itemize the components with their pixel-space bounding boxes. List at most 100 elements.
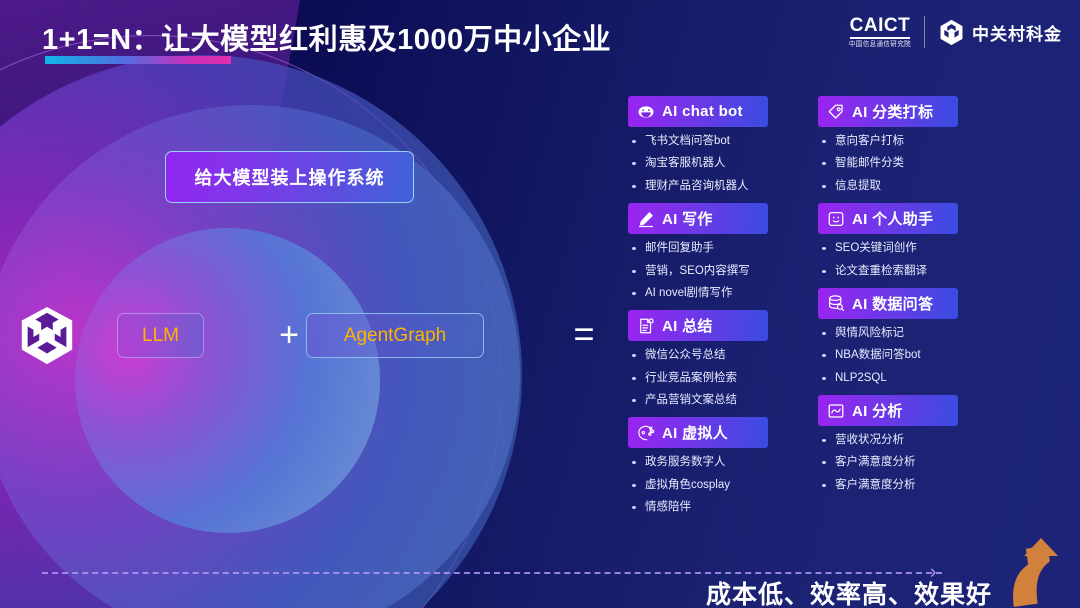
list-item-label: NLP2SQL: [835, 371, 887, 384]
capability-card: AI 总结微信公众号总结行业竞品案例检索产品营销文案总结: [628, 310, 788, 407]
llm-label-pill: LLM: [117, 313, 204, 358]
bullet-dot-icon: [632, 247, 636, 251]
capability-card-title: AI 个人助手: [852, 211, 934, 229]
hexagon-cube-logo-icon: [16, 305, 78, 367]
capability-card-header[interactable]: AI 分析: [818, 395, 958, 426]
bullet-dot-icon: [822, 439, 826, 442]
pencil-icon: [636, 209, 655, 228]
caict-logo-text: CAICT: [849, 16, 911, 39]
capability-card-title: AI chat bot: [662, 103, 743, 120]
list-item: 意向客户打标: [818, 134, 978, 148]
list-item-label: 客户满意度分析: [835, 478, 916, 491]
list-item: AI novel剧情写作: [628, 286, 788, 300]
list-item: 情感陪伴: [628, 500, 788, 514]
list-item: 营收状况分析: [818, 433, 978, 447]
list-item-label: 虚拟角色cosplay: [645, 478, 730, 491]
list-item-label: AI novel剧情写作: [645, 286, 733, 299]
list-item-label: 营销，SEO内容撰写: [645, 264, 750, 277]
list-item: 客户满意度分析: [818, 478, 978, 492]
list-item-label: 舆情风险标记: [835, 326, 904, 339]
up-curved-arrow-icon: [1000, 538, 1066, 608]
database-search-icon: [826, 294, 845, 313]
capability-card-header[interactable]: AI 个人助手: [818, 203, 958, 235]
list-item: SEO关键词创作: [818, 241, 978, 255]
equals-operator: =: [573, 313, 595, 354]
capability-card: AI 分析营收状况分析客户满意度分析客户满意度分析: [818, 395, 978, 492]
capability-item-list: 微信公众号总结行业竞品案例检索产品营销文案总结: [628, 348, 788, 407]
caict-logo: CAICT 中国信息通信研究院: [849, 16, 911, 49]
avatar-head-icon: [636, 423, 655, 442]
capability-item-list: SEO关键词创作论文查重检索翻译: [818, 241, 978, 278]
list-item-label: 营收状况分析: [835, 434, 904, 446]
capability-card-title: AI 分类打标: [852, 104, 934, 121]
bullet-dot-icon: [632, 184, 636, 188]
capability-item-list: 飞书文档问答bot 淘宝客服机器人理财产品咨询机器人: [628, 134, 788, 193]
capability-card-header[interactable]: AI 数据问答: [818, 287, 958, 319]
list-item-label: 淘宝客服机器人: [645, 157, 726, 170]
cards-right-column: AI 分类打标意向客户打标智能邮件分类信息提取 AI 个人助手 SEO关键词创作论文…: [818, 96, 978, 502]
bullet-dot-icon: [822, 461, 826, 465]
bullet-dot-icon: [822, 247, 826, 251]
bullet-dot-icon: [822, 140, 826, 143]
list-item: 政务服务数字人: [628, 455, 788, 469]
bullet-dot-icon: [632, 291, 636, 295]
partner-logo-text: 中关村科金: [972, 24, 1062, 44]
list-item-label: NBA数据问答bot: [835, 349, 921, 362]
list-item-label: 产品营销文案总结: [645, 394, 737, 406]
bullet-dot-icon: [822, 483, 826, 487]
caict-logo-subtitle: 中国信息通信研究院: [848, 40, 911, 49]
bullet-dot-icon: [822, 269, 826, 273]
list-item: 舆情风险标记: [818, 326, 978, 340]
capability-item-list: 营收状况分析客户满意度分析客户满意度分析: [818, 433, 978, 492]
list-item: 理财产品咨询机器人: [628, 179, 788, 193]
list-item: 微信公众号总结: [628, 348, 788, 362]
list-item-label: 情感陪伴: [645, 501, 691, 514]
bullet-dot-icon: [632, 269, 636, 273]
bullet-dot-icon: [822, 184, 826, 188]
bullet-dot-icon: [632, 376, 636, 380]
list-item-label: 政务服务数字人: [645, 456, 726, 469]
capability-card-header[interactable]: AI 分类打标: [818, 96, 958, 127]
bullet-dot-icon: [632, 354, 636, 358]
bullet-dot-icon: [632, 506, 636, 510]
capability-card-title: AI 数据问答: [852, 295, 934, 313]
bullet-dot-icon: [822, 354, 826, 358]
list-item-label: 智能邮件分类: [835, 157, 904, 170]
bullet-dot-icon: [822, 376, 826, 380]
list-item-label: 意向客户打标: [835, 135, 904, 147]
chevron-right-icon: ›: [930, 562, 937, 583]
capability-card-title: AI 写作: [662, 211, 713, 229]
list-item: 论文查重检索翻译: [818, 264, 978, 278]
capability-card-header[interactable]: AI chat bot: [628, 96, 768, 127]
capability-card-title: AI 分析: [852, 403, 903, 420]
bullet-dot-icon: [822, 331, 826, 335]
bullet-dot-icon: [632, 140, 636, 143]
capability-card: AI 分类打标意向客户打标智能邮件分类信息提取: [818, 96, 978, 193]
list-item: 淘宝客服机器人: [628, 156, 788, 170]
smiley-square-icon: [826, 209, 845, 228]
capability-card: AI 个人助手 SEO关键词创作论文查重检索翻译: [818, 203, 978, 278]
footer-tagline: 成本低、效率高、效果好: [705, 581, 992, 608]
cards-left-column: AI chat bot 飞书文档问答bot 淘宝客服机器人理财产品咨询机器人 AI 写…: [628, 96, 788, 525]
list-item: 飞书文档问答bot: [628, 134, 788, 148]
capability-card-header[interactable]: AI 写作: [628, 203, 768, 235]
list-item-label: 理财产品咨询机器人: [645, 179, 749, 192]
list-item-label: 行业竞品案例检索: [645, 371, 737, 384]
list-item: 客户满意度分析: [818, 455, 978, 469]
list-item: 产品营销文案总结: [628, 393, 788, 407]
list-item-label: 客户满意度分析: [835, 456, 916, 469]
list-item-label: 飞书文档问答bot: [645, 135, 730, 147]
capability-item-list: 意向客户打标智能邮件分类信息提取: [818, 134, 978, 193]
list-item: 信息提取: [818, 179, 978, 193]
capability-card-header[interactable]: AI 虚拟人: [628, 417, 768, 449]
list-item: NLP2SQL: [818, 371, 978, 385]
tag-icon: [826, 102, 845, 121]
logo-group: CAICT 中国信息通信研究院 中关村科金: [849, 16, 1062, 49]
list-item-label: 论文查重检索翻译: [835, 264, 927, 277]
list-item: 虚拟角色cosplay: [628, 478, 788, 492]
capability-card-header[interactable]: AI 总结: [628, 310, 768, 342]
bullet-dot-icon: [632, 461, 636, 465]
